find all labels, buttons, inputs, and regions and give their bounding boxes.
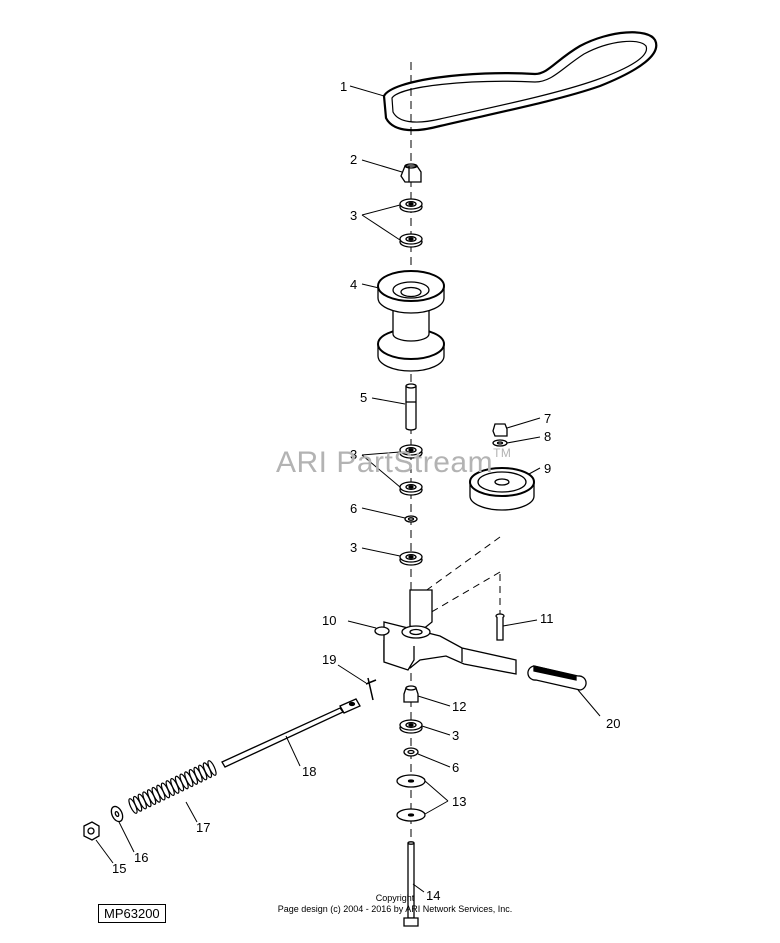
callout-bearing-pair-top: 3	[350, 208, 357, 223]
grip	[527, 665, 587, 691]
callout-spacer-shaft: 5	[360, 390, 367, 405]
callout-washer-mid: 6	[350, 501, 357, 516]
bearing-mid-1	[399, 444, 423, 459]
cotter-pin	[365, 677, 377, 701]
washer-pair-1	[396, 774, 426, 788]
callout-grip: 20	[606, 716, 620, 731]
callout-nut-rod: 15	[112, 861, 126, 876]
belt	[382, 31, 658, 132]
callout-spring: 17	[196, 820, 210, 835]
washer-mid	[404, 515, 418, 523]
callout-washer-idler: 8	[544, 429, 551, 444]
callout-idler-arm: 10	[322, 613, 336, 628]
copyright-line-2: Page design (c) 2004 - 2016 by ARI Netwo…	[277, 904, 513, 914]
callout-belt: 1	[340, 79, 347, 94]
bearing-top-1	[399, 198, 423, 213]
idler-arm	[374, 589, 517, 675]
nut-top	[400, 163, 422, 183]
tension-rod	[221, 698, 361, 768]
double-pulley	[377, 270, 445, 372]
bolt-arm	[495, 613, 505, 641]
callout-washer-pair: 13	[452, 794, 466, 809]
bearing-top-2	[399, 233, 423, 248]
diagram-id-box: MP63200	[98, 904, 166, 923]
spacer-shaft	[405, 383, 417, 431]
callout-nut-top: 2	[350, 152, 357, 167]
washer-rod	[110, 805, 124, 823]
spring-coil	[128, 798, 138, 814]
idler-pulley	[469, 467, 535, 511]
nut-lower	[403, 685, 419, 703]
trademark-mark: TM	[493, 446, 512, 460]
callout-bolt-long: 14	[426, 888, 440, 903]
callout-double-pulley: 4	[350, 277, 357, 292]
watermark-text: ARI PartStream	[276, 446, 494, 479]
bearing-single	[399, 551, 423, 566]
callout-tension-rod: 18	[302, 764, 316, 779]
callout-bearing-single: 3	[350, 540, 357, 555]
nut-rod	[83, 821, 100, 841]
callout-nut-lower: 12	[452, 699, 466, 714]
watermark: ARI PartStreamTM	[276, 446, 511, 480]
callout-bearing-lower: 3	[452, 728, 459, 743]
bearing-lower	[399, 719, 423, 734]
washer-lower	[403, 747, 419, 757]
callout-nut-idler: 7	[544, 411, 551, 426]
callout-washer-rod: 16	[134, 850, 148, 865]
callout-idler-pulley: 9	[544, 461, 551, 476]
spring	[128, 760, 217, 814]
washer-pair-2	[396, 808, 426, 822]
copyright-line-1: Copyright	[375, 893, 415, 903]
nut-idler	[492, 423, 508, 437]
callout-bearing-pair-mid: 3	[350, 447, 357, 462]
bearing-mid-2	[399, 481, 423, 496]
callout-washer-lower: 6	[452, 760, 459, 775]
callout-bolt-arm: 11	[540, 611, 554, 626]
copyright-notice: Copyright Page design (c) 2004 - 2016 by…	[260, 893, 530, 915]
callout-cotter-pin: 19	[322, 652, 336, 667]
bolt-long	[403, 841, 419, 927]
